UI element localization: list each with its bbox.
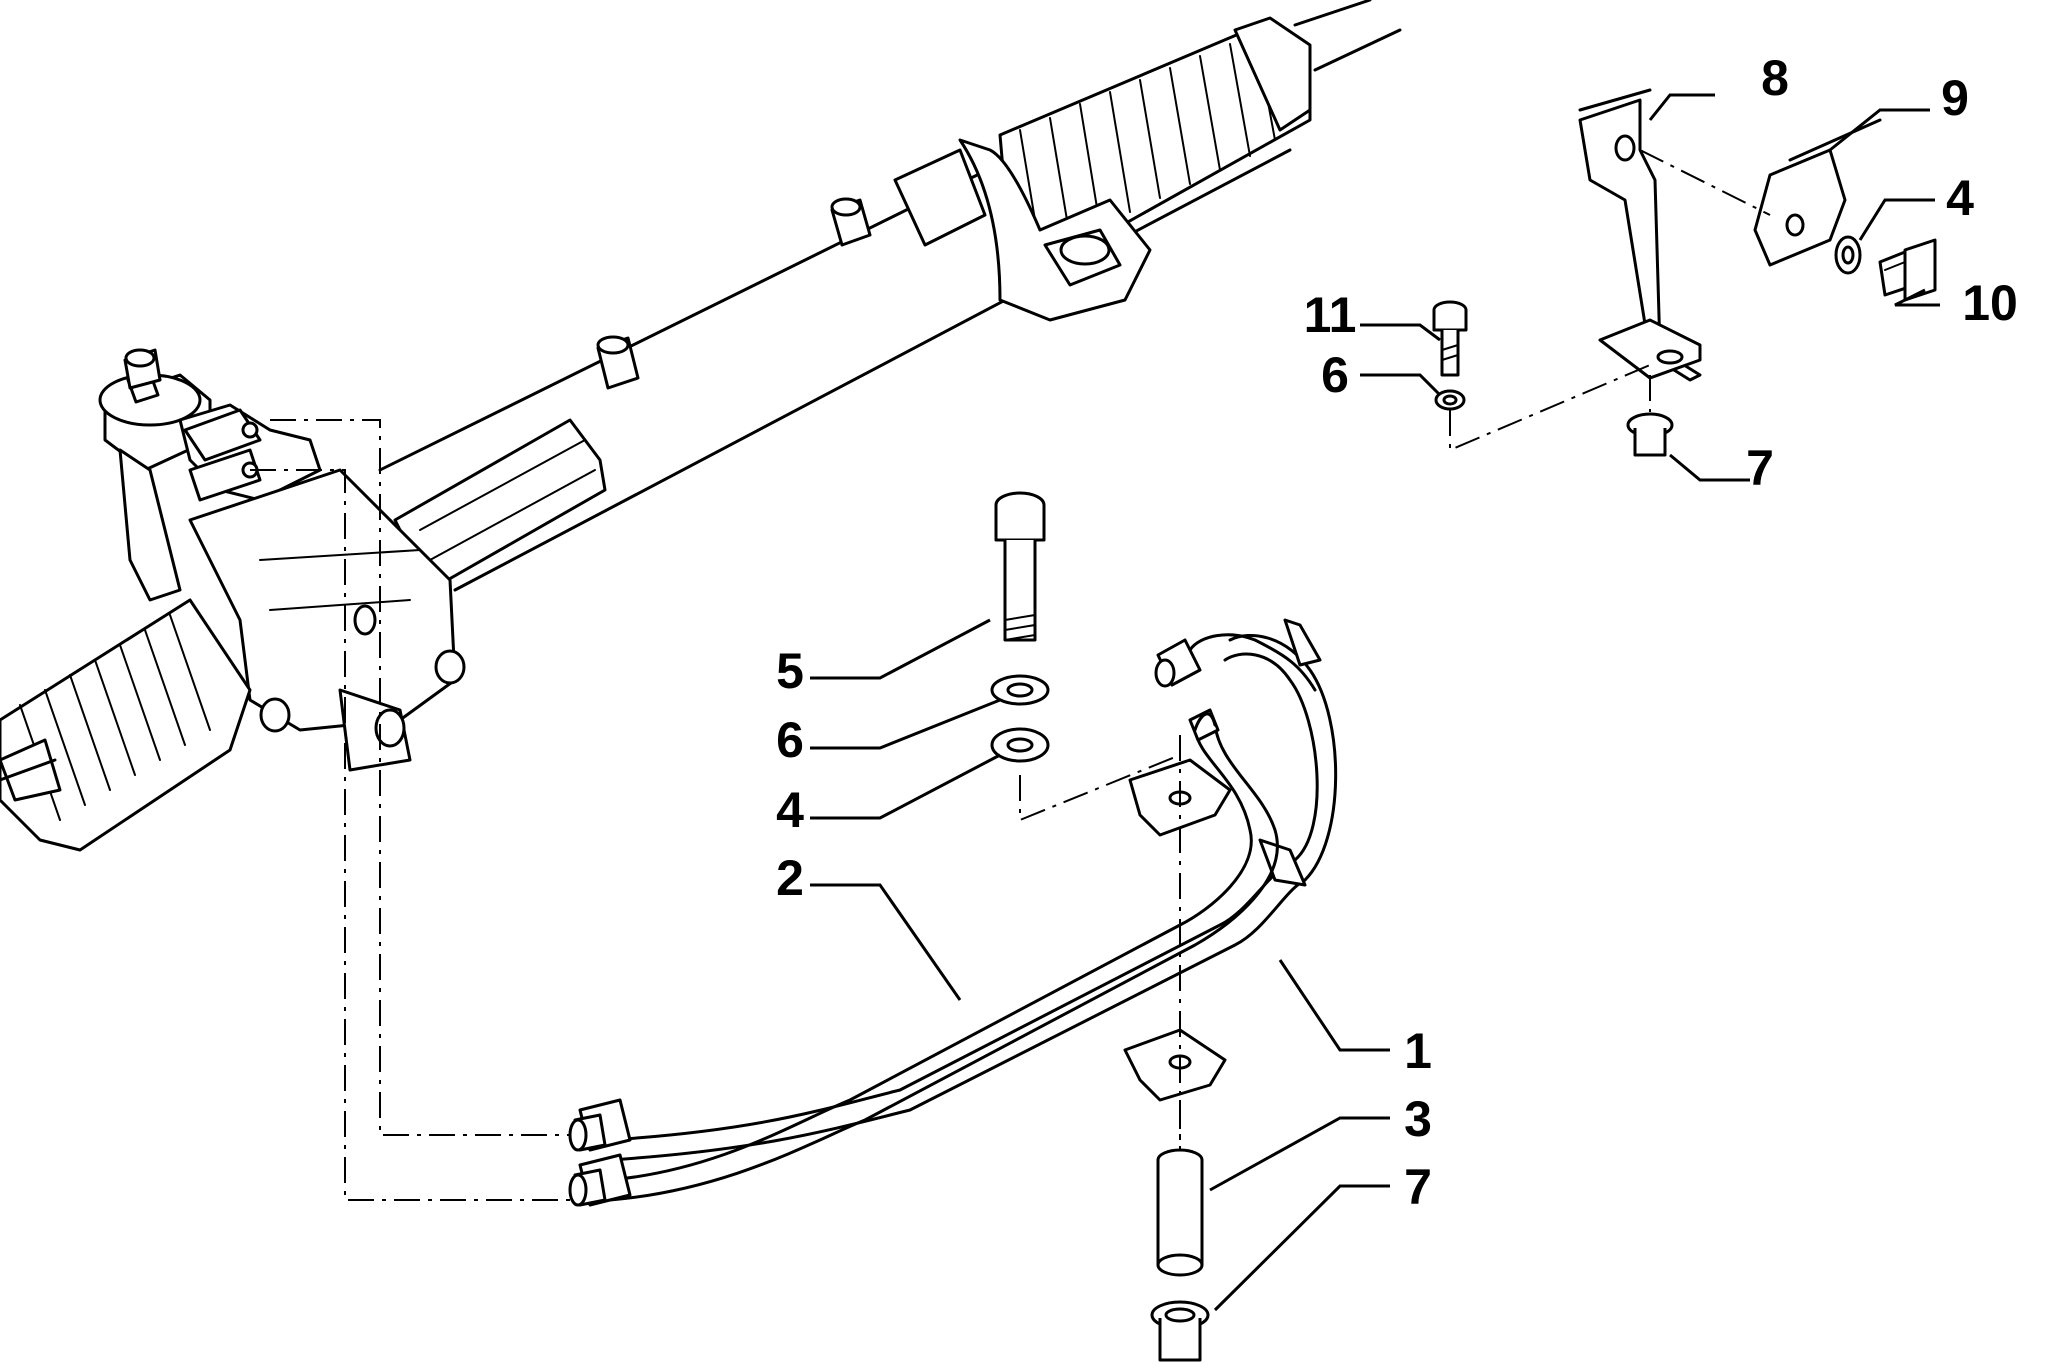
bracket-8 [1578,88,1702,382]
bushing-7-upper [1626,412,1674,457]
washer-6-lower [990,674,1050,706]
callout-9: 9 [1941,70,1969,126]
callout-7-upper: 7 [1746,440,1774,496]
callout-4-upper: 4 [1946,170,1974,226]
bolt-10 [1878,238,1937,302]
spacer-3 [1156,1148,1204,1277]
rack-boot-left [0,598,252,852]
steering-rack-assembly [0,0,1402,852]
tube-nut-2 [596,335,640,390]
callout-7-lower: 7 [1404,1159,1432,1215]
washer-to-bracket-line [1019,754,1181,822]
bolt-5 [994,491,1046,642]
bolt-11 [1432,300,1468,377]
pipe-fitting-lower-left [568,1153,632,1207]
callout-10: 10 [1962,275,2018,331]
pipe-bracket-lower [1123,1028,1227,1102]
rack-mounting-clamp [893,138,1152,322]
washer-4-upper [1834,235,1862,275]
connection-line-upper [270,419,570,1136]
callout-1: 1 [1404,1023,1432,1079]
bolt11-axis-line [1449,364,1651,452]
callout-2: 2 [776,850,804,906]
bushing-7-lower [1150,1300,1210,1362]
callout-6-lower: 6 [776,712,804,768]
clip-9 [1753,118,1882,267]
connection-line-lower [250,469,570,1201]
pipe-fitting-upper-left [568,1098,632,1152]
callout-5: 5 [776,643,804,699]
callout-4-lower: 4 [776,782,804,838]
callout-3: 3 [1404,1091,1432,1147]
callout-11: 11 [1304,287,1357,343]
leader-lines [810,93,1940,1312]
clip-to-bracket-line [1639,149,1771,216]
hydraulic-pipe-2 [608,708,1279,1202]
washer-6-upper [1434,389,1466,411]
rack-boot-right [998,16,1312,262]
tube-nut-1 [830,197,872,247]
washer-4-lower [990,727,1050,763]
callout-6-upper: 6 [1321,347,1349,403]
pinion-valve-body [98,348,322,602]
callout-8: 8 [1761,50,1789,106]
pipe-upper-fitting [1154,633,1317,692]
